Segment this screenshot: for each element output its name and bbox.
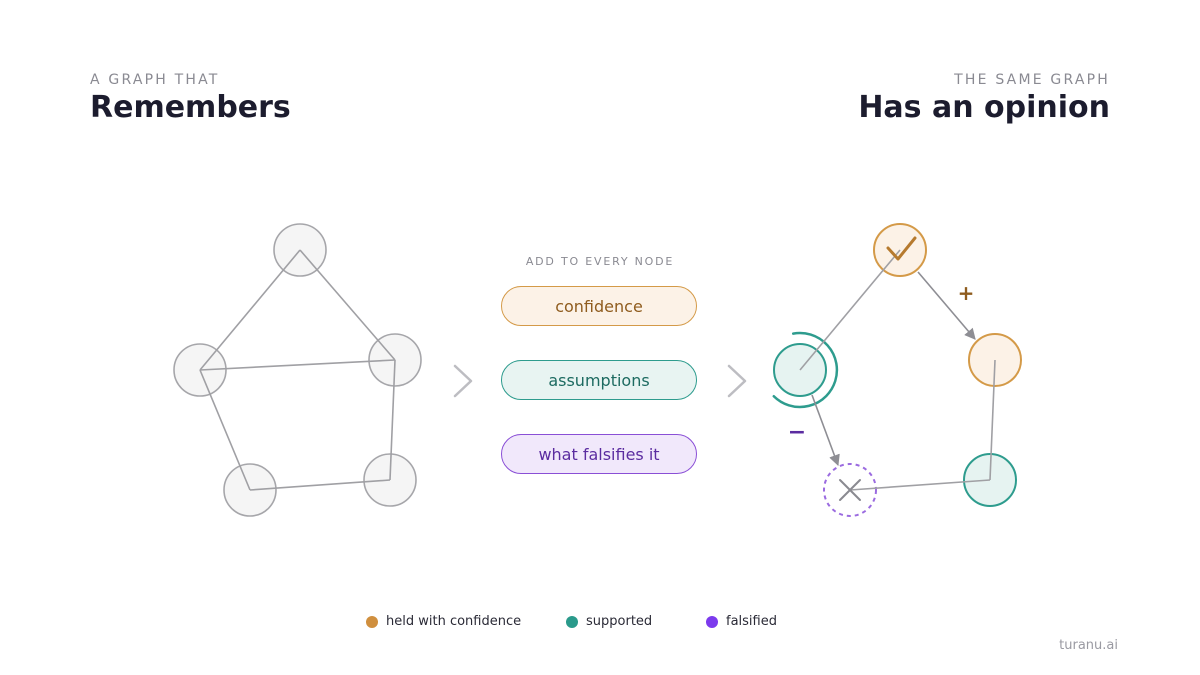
legend-dot-icon — [706, 615, 718, 628]
legend-label: held with confidence — [386, 614, 522, 629]
left-edge — [249, 479, 391, 491]
assumption-ring-icon — [772, 331, 839, 409]
right-graph: + − — [772, 223, 1022, 517]
check-icon — [886, 236, 917, 261]
falsifies-pill: what falsifies it — [501, 434, 697, 474]
right-title: Has an opinion — [858, 90, 1110, 125]
legend-item-supported: supported — [566, 614, 652, 629]
right-edge-arrow — [811, 394, 840, 467]
right-eyebrow: THE SAME GRAPH — [954, 72, 1110, 88]
left-graph — [173, 223, 422, 517]
right-edge — [989, 359, 996, 481]
chevron-right-icon — [453, 364, 473, 398]
cross-icon — [839, 479, 861, 501]
legend-label: supported — [586, 614, 653, 629]
legend-dot-icon — [566, 615, 578, 628]
legend-item-confidence: held with confidence — [366, 614, 521, 629]
assumptions-pill: assumptions — [501, 360, 697, 400]
legend-label: falsified — [726, 614, 777, 629]
watermark: turanu.ai — [1059, 638, 1118, 653]
negative-edge-sign: − — [788, 420, 806, 445]
confidence-pill: confidence — [501, 286, 697, 326]
left-edge — [299, 249, 396, 361]
chevron-right-icon — [727, 364, 747, 398]
left-edge — [199, 249, 301, 371]
right-edge-arrow — [917, 271, 976, 340]
left-eyebrow: A GRAPH THAT — [90, 72, 220, 88]
right-edge — [849, 479, 991, 491]
left-edge — [199, 369, 251, 491]
left-edge — [389, 359, 396, 481]
legend-item-falsified: falsified — [706, 614, 777, 629]
legend-dot-icon — [366, 615, 378, 628]
right-edge — [799, 249, 901, 371]
left-edge — [199, 359, 396, 371]
add-to-node-label: ADD TO EVERY NODE — [525, 255, 675, 268]
legend: held with confidence supported falsified — [0, 614, 1200, 634]
left-title: Remembers — [90, 90, 291, 125]
positive-edge-sign: + — [958, 281, 975, 305]
